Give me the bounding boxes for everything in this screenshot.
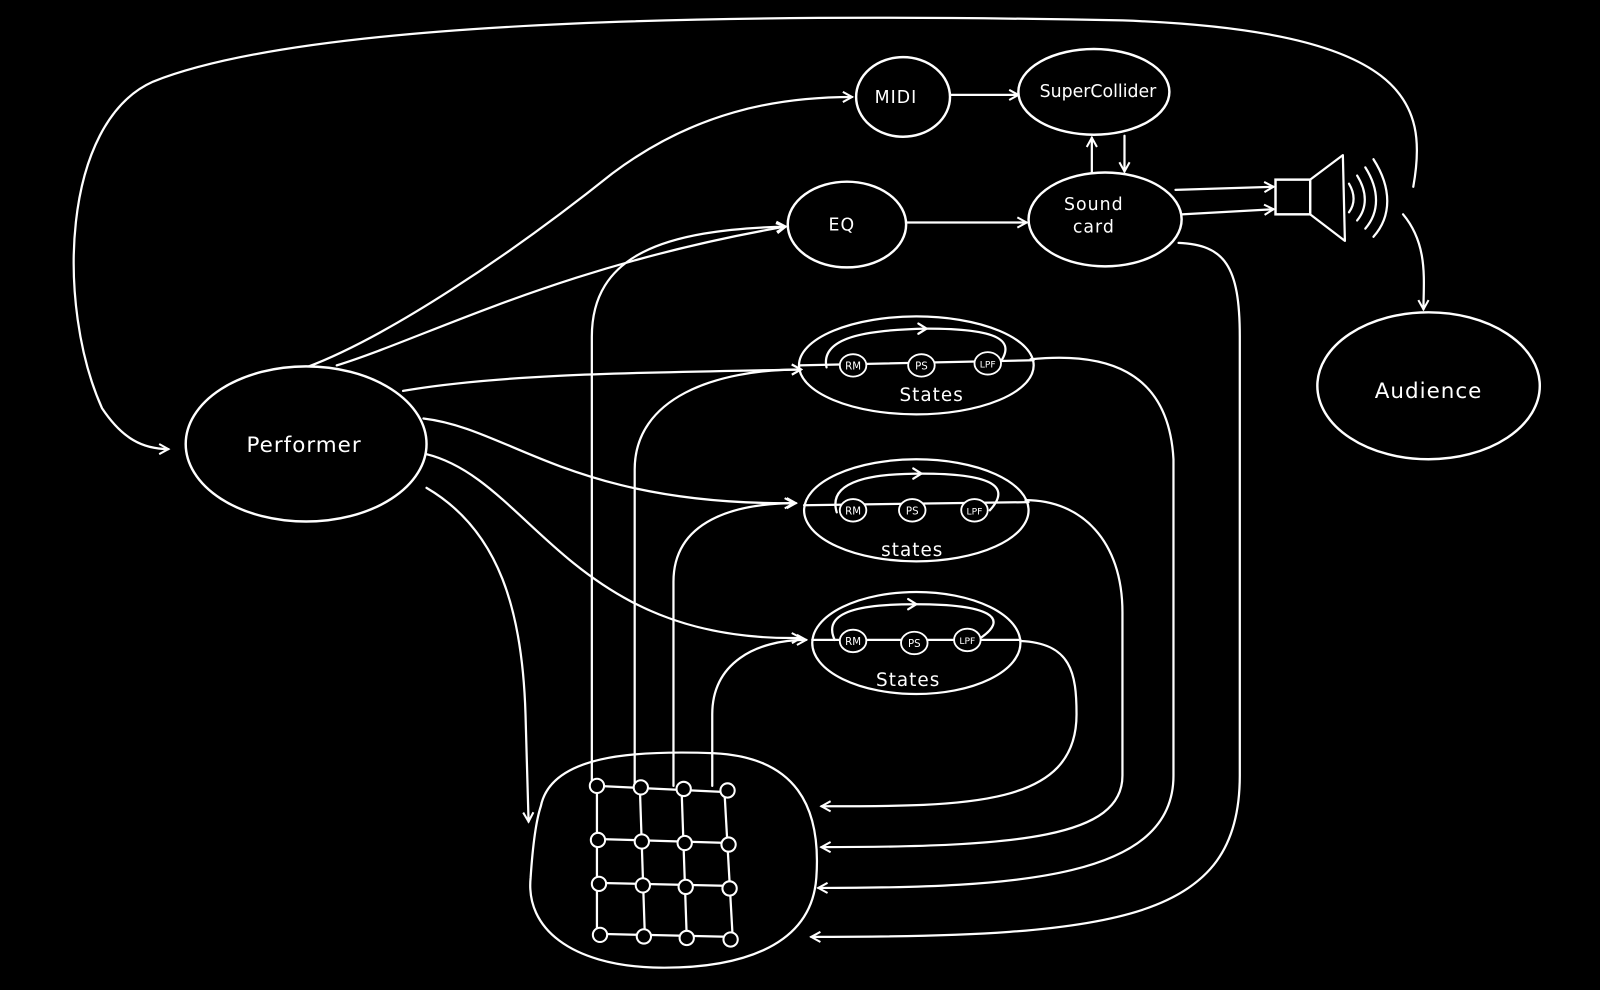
effect-rm: RM bbox=[845, 637, 861, 648]
performer-to-grid-arrow bbox=[425, 486, 529, 822]
sound-card-label-line1: Sound bbox=[1064, 195, 1124, 215]
effect-ps: PS bbox=[908, 639, 921, 650]
speaker-icon bbox=[1274, 154, 1389, 242]
performer-to-eq-arrow bbox=[335, 227, 786, 367]
states1-to-grid-arrow bbox=[818, 356, 1175, 888]
grid-node bbox=[634, 877, 652, 894]
soundcard-to-speaker-arrow-2 bbox=[1180, 209, 1274, 214]
effect-lpf: LPF bbox=[959, 636, 975, 647]
grid-node bbox=[722, 931, 739, 948]
performer-label: Performer bbox=[246, 433, 361, 458]
sound-card-label-line2: card bbox=[1073, 218, 1115, 238]
grid-node bbox=[678, 929, 695, 947]
effect-lpf: LPF bbox=[980, 359, 996, 370]
effect-rm: RM bbox=[845, 506, 861, 517]
performer-to-states1-arrow bbox=[401, 369, 801, 393]
grid-to-eq-arrow bbox=[590, 227, 786, 787]
grid-to-states2-arrow bbox=[672, 503, 795, 787]
soundcard-to-speaker-arrow-1 bbox=[1174, 187, 1274, 190]
speaker-to-audience-arrow bbox=[1401, 213, 1424, 309]
performer-to-midi-arrow bbox=[305, 97, 852, 369]
states-node-1: RM PS LPF States bbox=[797, 315, 1035, 416]
grid-node bbox=[721, 880, 738, 897]
sound-card-node: Sound card bbox=[1027, 171, 1183, 268]
matrix-grid-node bbox=[529, 751, 819, 969]
grid-node bbox=[632, 779, 649, 796]
supercollider-node: SuperCollider bbox=[1017, 47, 1171, 136]
performer-to-states2-arrow bbox=[422, 417, 793, 503]
soundcard-to-grid-arrow bbox=[811, 241, 1241, 937]
midi-label: MIDI bbox=[875, 88, 918, 108]
grid-node bbox=[588, 777, 606, 795]
effect-ps: PS bbox=[915, 361, 928, 372]
audience-node: Audience bbox=[1316, 311, 1542, 461]
feedback-loop-arrow bbox=[72, 16, 1419, 449]
states-node-2: RM PS LPF states bbox=[802, 458, 1030, 563]
effect-ps: PS bbox=[906, 506, 919, 517]
grid-node bbox=[675, 780, 692, 798]
states2-to-grid-arrow bbox=[821, 498, 1124, 847]
eq-label: EQ bbox=[829, 216, 856, 236]
grid-node bbox=[590, 875, 608, 893]
grid-node bbox=[719, 782, 736, 799]
midi-node: MIDI bbox=[854, 55, 952, 138]
grid-node bbox=[635, 928, 653, 945]
supercollider-label: SuperCollider bbox=[1040, 82, 1158, 102]
connections bbox=[72, 16, 1424, 937]
performer-to-states3-arrow bbox=[425, 453, 801, 638]
states-label: States bbox=[899, 385, 963, 406]
audience-label: Audience bbox=[1375, 379, 1483, 404]
states-node-3: RM PS LPF States bbox=[811, 590, 1022, 696]
grid-to-states1-arrow bbox=[633, 369, 801, 787]
performer-node: Performer bbox=[184, 365, 428, 523]
effect-lpf: LPF bbox=[967, 506, 983, 517]
grid-node bbox=[677, 878, 694, 896]
grid-node bbox=[720, 836, 737, 853]
grid-node bbox=[591, 926, 609, 944]
effect-rm: RM bbox=[845, 361, 861, 372]
states-label: states bbox=[881, 540, 943, 561]
grid-node bbox=[589, 831, 607, 849]
states3-to-grid-arrow bbox=[821, 639, 1078, 806]
grid-to-states3-arrow bbox=[711, 640, 806, 787]
grid-node bbox=[633, 833, 650, 850]
eq-node: EQ bbox=[786, 180, 908, 269]
grid-node bbox=[676, 834, 693, 852]
states-label: States bbox=[876, 670, 940, 691]
